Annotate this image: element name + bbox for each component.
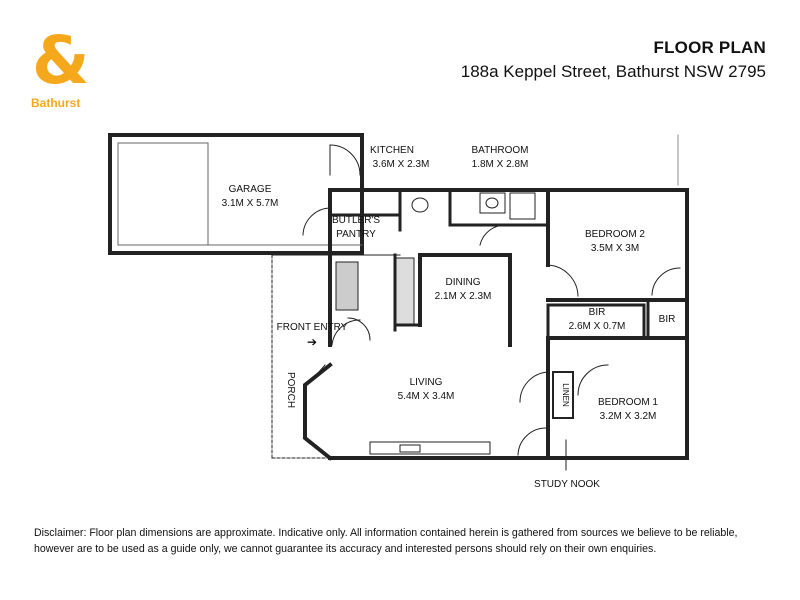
kitchen-size: 3.6M X 2.3M (373, 159, 430, 170)
vanity (479, 192, 506, 214)
garage-label: GARAGE (229, 184, 272, 195)
living-bay-window (303, 362, 333, 461)
toilet-icon (411, 197, 429, 213)
front-entry-label: FRONT ENTRY (277, 322, 348, 333)
house-outer-wall (328, 188, 689, 460)
garage-walls (108, 133, 364, 255)
linen-cupboard (552, 371, 574, 419)
front-entry-arrow-icon: ➔ (307, 335, 317, 349)
bathroom-label: BATHROOM (471, 145, 528, 156)
garage-inner-outline (117, 142, 209, 246)
kitchen-label: KITCHEN (370, 145, 414, 156)
dining-label: DINING (446, 277, 481, 288)
bathurst-logo: & Bathurst (28, 28, 98, 116)
living-label: LIVING (410, 377, 443, 388)
garage-size: 3.1M X 5.7M (222, 198, 279, 209)
bedroom2-label: BEDROOM 2 (585, 229, 645, 240)
bir-right-label: BIR (659, 314, 676, 325)
bir-center-size: 2.6M X 0.7M (569, 321, 626, 332)
study-nook-label: STUDY NOOK (534, 479, 600, 490)
disclaimer-line-2: however are to be used as a guide only, … (34, 543, 657, 555)
disclaimer-line-1: Disclaimer: Floor plan dimensions are ap… (34, 527, 738, 539)
bir-center-label: BIR (589, 307, 606, 318)
bedroom1-label: BEDROOM 1 (598, 397, 658, 408)
disclaimer: Disclaimer: Floor plan dimensions are ap… (34, 525, 774, 557)
ampersand-logo-icon: & (32, 22, 90, 99)
living-size: 5.4M X 3.4M (398, 391, 455, 402)
page-title: FLOOR PLAN (653, 38, 766, 57)
bathroom-size: 1.8M X 2.8M (472, 159, 529, 170)
linen-label: LINEN (561, 383, 570, 407)
basin-icon (485, 197, 499, 209)
bedroom2-size: 3.5M X 3M (591, 243, 639, 254)
butlers-pantry-label-1: BUTLER'S (332, 215, 380, 226)
plan-walls (108, 133, 689, 471)
porch-label: PORCH (285, 372, 296, 408)
dining-size: 2.1M X 2.3M (435, 291, 492, 302)
garage-door-swing (329, 144, 361, 176)
property-address: 188a Keppel Street, Bathurst NSW 2795 (460, 62, 766, 81)
bedroom1-size: 3.2M X 3.2M (600, 411, 657, 422)
logo-text: Bathurst (31, 96, 81, 110)
butlers-pantry-label-2: PANTRY (336, 229, 376, 240)
front-door-swing (331, 319, 361, 346)
